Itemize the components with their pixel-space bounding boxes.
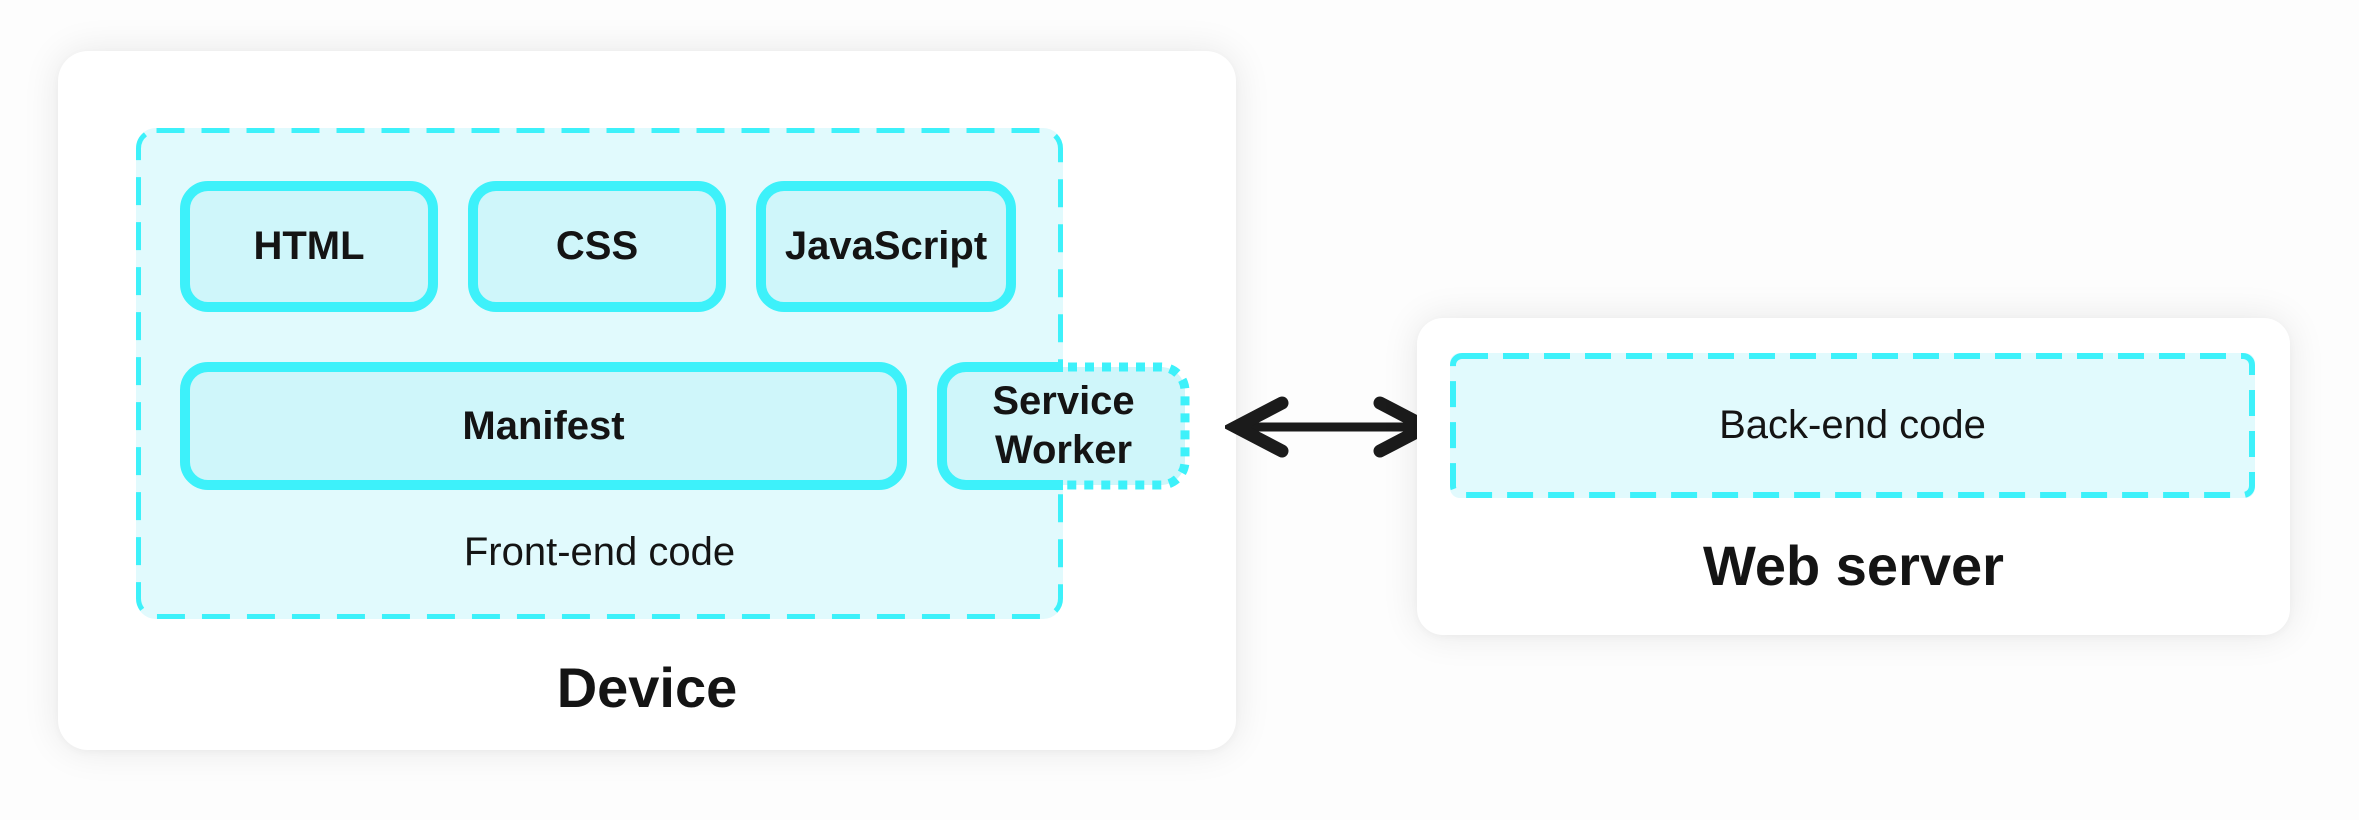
css-box: CSS bbox=[468, 181, 726, 312]
manifest-box: Manifest bbox=[180, 362, 907, 490]
backend-code-box: Back-end code bbox=[1450, 353, 2255, 498]
html-box: HTML bbox=[180, 181, 438, 312]
device-label: Device bbox=[556, 656, 738, 719]
web-server-label: Web server bbox=[1703, 534, 2004, 597]
javascript-label: JavaScript bbox=[784, 224, 988, 268]
device-container: HTML CSS JavaScript Manifest bbox=[58, 51, 1236, 750]
service-worker-border bbox=[937, 362, 1190, 490]
service-worker-box: Service Worker bbox=[937, 362, 1190, 490]
frontend-code-label: Front-end code bbox=[463, 530, 736, 574]
javascript-box: JavaScript bbox=[756, 181, 1016, 312]
html-label: HTML bbox=[253, 224, 365, 268]
web-server-container: Back-end code Web server bbox=[1417, 318, 2290, 635]
frontend-code-container: HTML CSS JavaScript Manifest bbox=[136, 128, 1190, 619]
service-worker-label: Service Worker bbox=[992, 379, 1135, 472]
manifest-label: Manifest bbox=[462, 403, 625, 448]
css-label: CSS bbox=[555, 224, 639, 268]
backend-code-label: Back-end code bbox=[1719, 403, 1986, 447]
bidirectional-arrow-icon bbox=[1225, 396, 1437, 458]
